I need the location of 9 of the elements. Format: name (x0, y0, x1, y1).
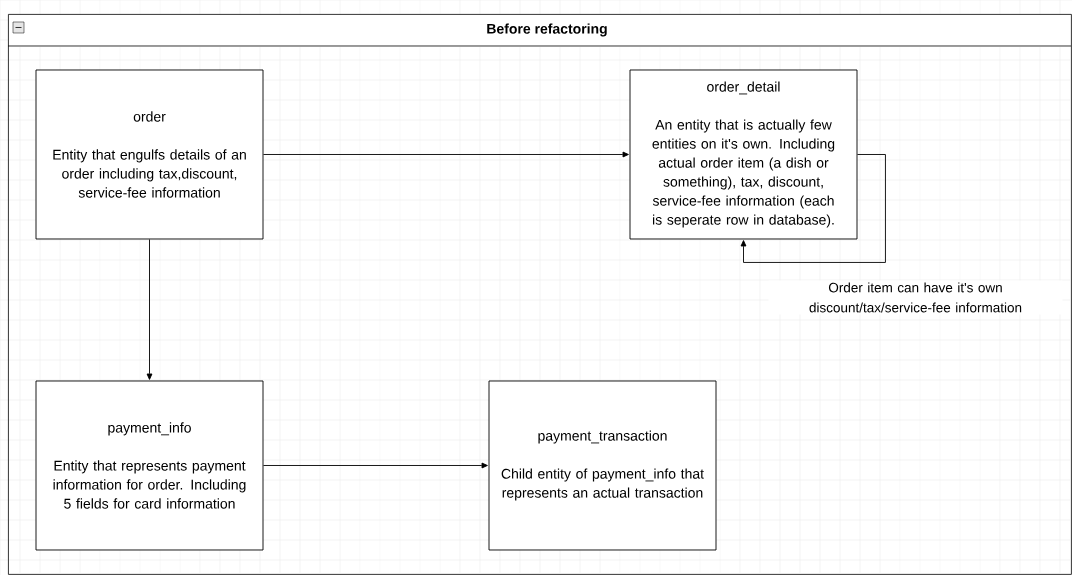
entity-box: payment_transaction Child entity of payment_info that represents an actual transaction (488, 380, 717, 551)
arrow (263, 462, 488, 469)
entity-box: order_detail An entity that is actually few entities on it's own. Including actual order item (a dish or something), tax, discount, service-fee information (each is seperate row in database). (629, 69, 858, 240)
entity-box: payment_info Entity that represents payment information for order. Including 5 fields for card information (35, 380, 264, 551)
arrow (740, 154, 886, 263)
entity-box: order Entity that engulfs details of an order including tax,discount, service-fee information (35, 69, 264, 240)
edge-label: Order item can have it's own discount/tax/service-fee information (768, 280, 1063, 315)
arrow (146, 239, 153, 380)
arrow (263, 151, 629, 158)
